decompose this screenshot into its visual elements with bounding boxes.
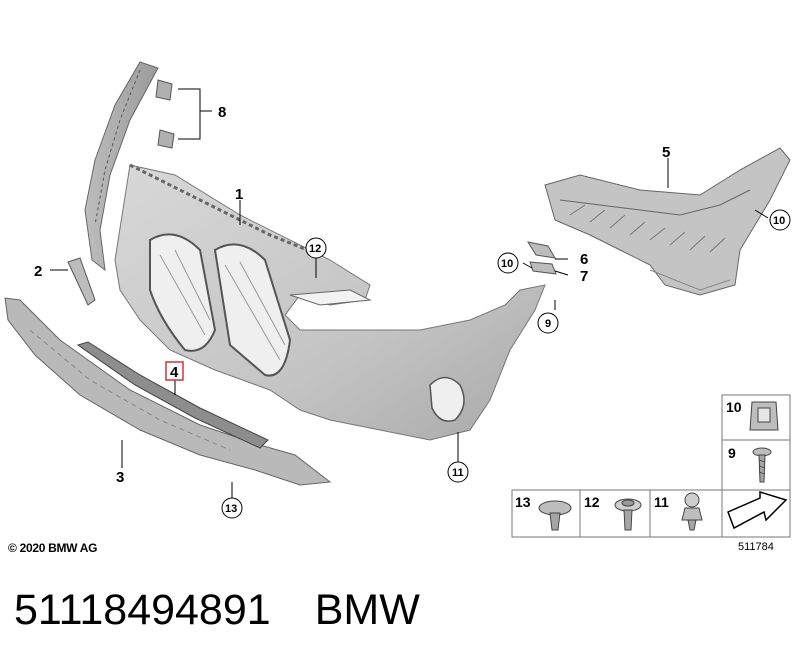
callout-6: 6 (580, 251, 588, 268)
callout-10b-circle: 10 (769, 209, 791, 231)
parts-diagram: 8 1 2 3 5 6 7 4 12 10 9 10 11 13 10 (4, 61, 791, 538)
lower-grille-strip-part (76, 341, 269, 449)
callout-9-circle: 9 (537, 312, 559, 334)
callout-11-circle: 11 (447, 461, 469, 483)
upper-trim-strip-part (84, 61, 159, 272)
clip-part-8a (155, 79, 173, 101)
hardware-legend: 10 9 13 12 11 (511, 394, 791, 538)
callout-4: 4 (170, 364, 179, 381)
callout-5: 5 (662, 144, 670, 161)
legend-label-13: 13 (515, 494, 531, 510)
callout-3: 3 (116, 469, 124, 486)
legend-label-12: 12 (584, 494, 600, 510)
direction-arrow-icon (727, 490, 788, 530)
bracket-part-6 (526, 241, 556, 259)
callout-13-circle: 13 (221, 497, 243, 519)
clip-part-8b (157, 129, 175, 149)
callout-8: 8 (218, 104, 226, 121)
part-number: 51118494891 (14, 586, 271, 634)
copyright-notice: © 2020 BMW AG (8, 541, 98, 555)
washer-screw-icon (614, 498, 642, 531)
callout-7: 7 (580, 268, 588, 285)
push-clip-icon (681, 492, 703, 531)
callout-1: 1 (235, 186, 243, 203)
callout-9: 9 (545, 318, 551, 330)
callout-12-circle: 12 (305, 237, 327, 259)
callout-12: 12 (309, 243, 321, 255)
legend-label-9: 9 (728, 445, 736, 461)
diagram-reference-number: 511784 (738, 541, 774, 553)
expanding-rivet-icon (538, 500, 572, 531)
bumper-panel-part (114, 163, 546, 441)
callout-2: 2 (34, 263, 42, 280)
callout-10-left: 10 (501, 258, 513, 270)
clip-nut-icon (749, 401, 779, 431)
callout-10-right: 10 (773, 215, 785, 227)
bracket-part-7 (529, 261, 557, 275)
legend-label-11: 11 (654, 494, 669, 510)
legend-label-10: 10 (726, 399, 742, 415)
brand-name: BMW (314, 586, 420, 634)
screw-icon (752, 447, 772, 483)
lower-spoiler-part (4, 297, 332, 486)
leader-lines (50, 88, 769, 498)
carrier-bracket-part (544, 147, 791, 296)
callout-4-highlight[interactable]: 4 (165, 361, 184, 381)
bracket-part-2 (67, 257, 96, 306)
callout-11: 11 (452, 467, 464, 479)
callout-10a-circle: 10 (497, 252, 519, 274)
callout-13: 13 (225, 503, 237, 515)
footer-caption: 51118494891 BMW (14, 586, 420, 635)
